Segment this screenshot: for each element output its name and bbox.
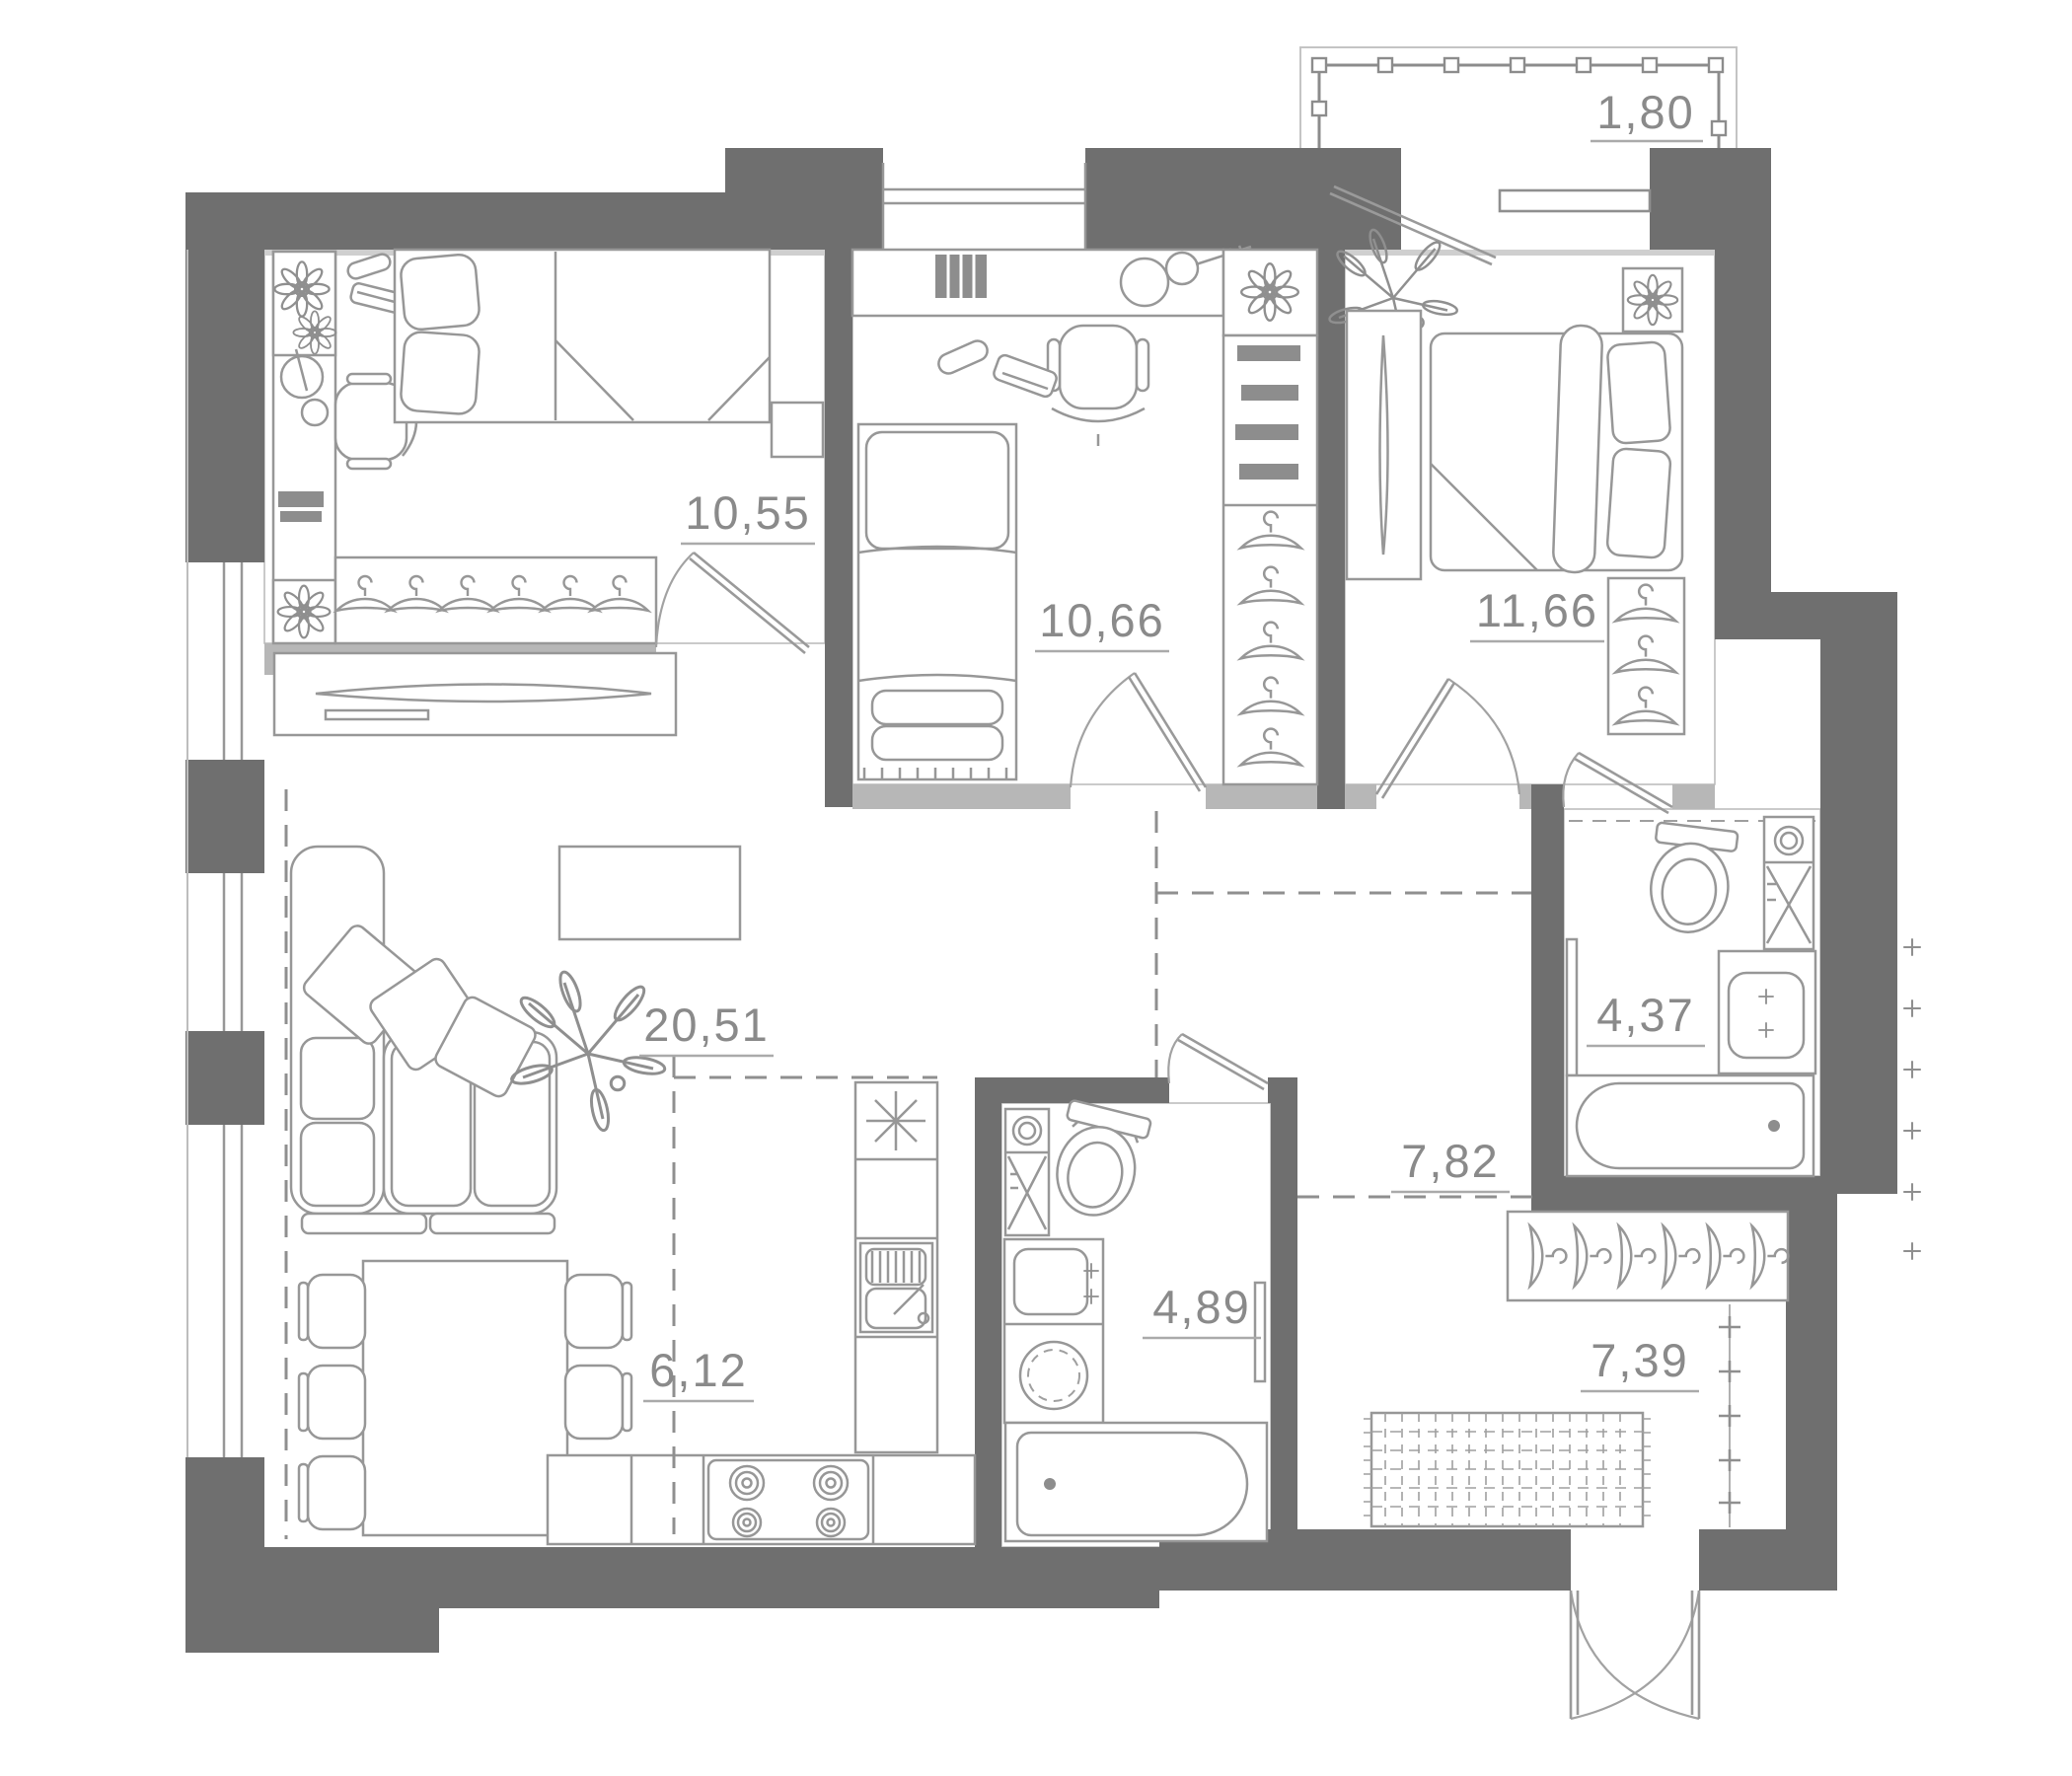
pillow	[400, 253, 481, 332]
pillow	[1605, 447, 1672, 559]
wall-face-strip	[1345, 247, 1715, 256]
door-swing-bedroom-2	[1069, 672, 1208, 792]
left-window-1	[222, 562, 244, 760]
room-area-label-bedroom-3: 11,66	[1476, 584, 1598, 636]
radiator-line	[1717, 1304, 1742, 1527]
kitchen-counter-row	[546, 1453, 977, 1546]
dining-chair	[297, 1454, 367, 1531]
folded-pillow	[870, 689, 1004, 726]
folded-pillow	[870, 724, 1004, 762]
zone-boundaries	[284, 789, 1539, 1539]
living-room-furniture	[272, 651, 742, 1537]
kitchen-furniture	[546, 1080, 977, 1546]
bathtub	[1565, 1073, 1815, 1178]
double-bed	[1429, 324, 1684, 574]
entrance-door	[1569, 1529, 1701, 1721]
wardrobe-shelves	[1221, 333, 1319, 786]
dining-chair	[297, 1364, 367, 1441]
railing-posts	[1310, 56, 1728, 137]
room-area-label-corridor: 7,82	[1401, 1135, 1499, 1187]
room-area-labels: 1,80 10,55 10,66 11,66 20,51 6,12 4,89 7…	[639, 86, 1705, 1403]
dining-chair	[297, 1273, 367, 1350]
bathroom-1-furniture	[1002, 1032, 1269, 1543]
hallway-furniture	[1364, 1210, 1790, 1721]
hall-closet-hangers	[1506, 1210, 1790, 1302]
vent-asterisk	[866, 1091, 925, 1150]
door-swing-bathroom-2	[1562, 751, 1673, 815]
toys	[937, 339, 1058, 399]
flower-box	[271, 578, 337, 645]
door-swing-bedroom-3	[1374, 678, 1521, 799]
kitchen-sink	[858, 1241, 934, 1334]
room-area-label-balcony: 1,80	[1596, 86, 1694, 138]
balcony-door	[1329, 148, 1652, 266]
books	[278, 491, 324, 522]
toilet	[1056, 1099, 1152, 1217]
desk-lamp	[279, 348, 330, 427]
sink-counter	[1717, 949, 1817, 1075]
wardrobe-hangers	[333, 555, 658, 645]
wardrobe-mirror	[1345, 309, 1423, 581]
bedroom-2-furniture	[851, 245, 1319, 792]
room-area-label-bedroom-2: 10,66	[1039, 594, 1165, 646]
top-window	[881, 163, 1087, 250]
sink	[1727, 971, 1806, 1060]
balcony-door-leaf	[1329, 185, 1497, 266]
bedroom-3-furniture	[1326, 226, 1686, 799]
room-area-label-bathroom-2: 4,37	[1596, 989, 1694, 1041]
stove	[706, 1458, 870, 1541]
flower-box	[1621, 266, 1684, 333]
doormat	[1364, 1411, 1651, 1528]
sofa	[289, 845, 558, 1235]
bathtub	[1003, 1421, 1269, 1543]
toilet	[1649, 821, 1739, 933]
single-bed	[856, 422, 1018, 781]
double-bed	[393, 248, 772, 424]
sink-counter	[1002, 1237, 1105, 1425]
outer-walls	[185, 148, 1897, 1653]
room-area-label-bathroom-1: 4,89	[1152, 1281, 1250, 1333]
hanger-closet	[1606, 576, 1686, 736]
pillow	[1606, 340, 1671, 445]
books	[935, 255, 987, 298]
door-swing-bedroom-1	[654, 551, 810, 655]
room-area-label-kitchen: 6,12	[649, 1344, 747, 1396]
tv-console	[272, 651, 678, 737]
bolster	[1552, 324, 1603, 574]
dining-chair	[563, 1273, 633, 1350]
pillow	[400, 331, 481, 415]
desk-chair	[333, 372, 418, 471]
bedroom-1-furniture	[271, 248, 825, 655]
round-basin	[1018, 1340, 1089, 1411]
door-swing-bathroom-1	[1167, 1032, 1269, 1091]
kitchen-counter-column	[853, 1080, 939, 1454]
left-window-3	[222, 1125, 244, 1457]
balcony	[1299, 46, 1738, 164]
drain	[1768, 1120, 1780, 1132]
left-window-2	[222, 873, 244, 1031]
drain	[1044, 1478, 1056, 1490]
interior-walls	[264, 247, 1820, 1547]
pillow	[864, 430, 1010, 551]
tv	[315, 683, 652, 703]
room-area-label-bedroom-1: 10,55	[685, 486, 811, 539]
coffee-table	[557, 845, 742, 941]
washing-machine	[1003, 1107, 1051, 1237]
room-area-label-living-room: 20,51	[643, 999, 770, 1051]
dining-chair	[563, 1364, 633, 1441]
dining-table	[361, 1259, 569, 1537]
pillow	[434, 996, 537, 1098]
vent-plus-marks	[1902, 937, 1922, 1261]
washing-machine	[1762, 815, 1815, 951]
windows	[186, 148, 1652, 1457]
bedside-table	[770, 401, 825, 459]
room-area-label-hallway: 7,39	[1591, 1334, 1688, 1386]
towel-rail	[1253, 1281, 1267, 1383]
towel-rail	[1565, 937, 1579, 1077]
sink	[1012, 1247, 1089, 1316]
bathroom-2-furniture	[1562, 751, 1817, 1178]
